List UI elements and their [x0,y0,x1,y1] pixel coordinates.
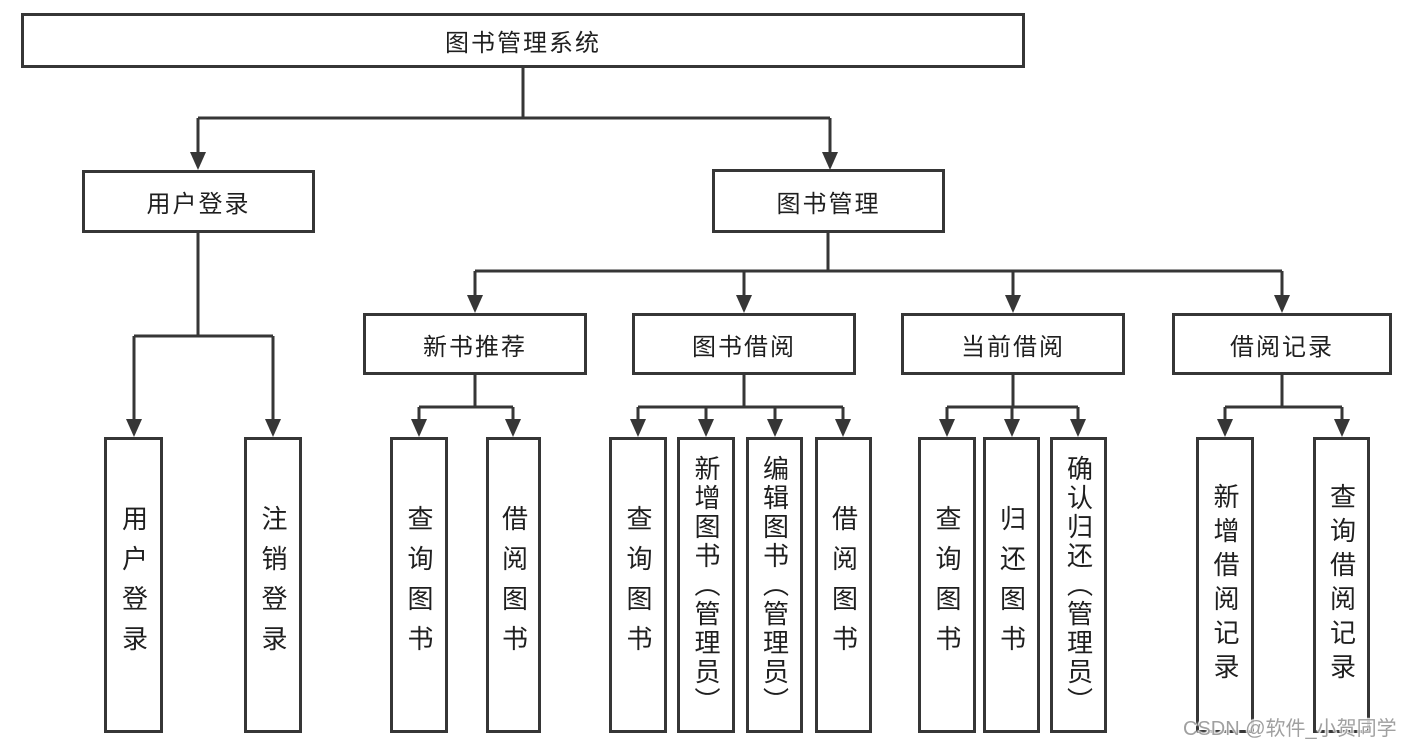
node-label: 编辑图书（管理员） [759,454,790,716]
node-leaf-logout: 注销登录 [244,437,302,733]
node-label: 查询图书 [623,505,653,665]
node-label: 新书推荐 [423,333,527,361]
node-leaf-user-login: 用户登录 [104,437,163,733]
node-label: 新增借阅记录 [1210,483,1240,687]
node-leaf-add-book-admin: 新增图书（管理员） [677,437,735,733]
node-borrowing-records: 借阅记录 [1172,313,1392,375]
node-leaf-confirm-return-admin: 确认归还（管理员） [1050,437,1107,733]
node-label: 注销登录 [258,505,288,665]
node-new-book-recommend: 新书推荐 [363,313,587,375]
node-label: 查询图书 [404,505,434,665]
node-label: 用户登录 [118,505,149,665]
node-current-borrowing: 当前借阅 [901,313,1125,375]
node-label: 新增图书（管理员） [691,454,721,716]
node-leaf-query-borrow-record: 查询借阅记录 [1313,437,1370,733]
node-label: 图书借阅 [692,333,796,361]
node-leaf-edit-book-admin: 编辑图书（管理员） [746,437,803,733]
node-book-management: 图书管理 [712,169,945,233]
csdn-watermark: CSDN @软件_小贺同学 [1183,718,1397,740]
node-user-login: 用户登录 [82,170,315,233]
node-leaf-add-borrow-record: 新增借阅记录 [1196,437,1254,733]
node-book-borrowing: 图书借阅 [632,313,856,375]
node-label: 图书管理 [776,190,881,218]
node-library-management-system: 图书管理系统 [21,13,1025,68]
arrowheads [126,152,1350,437]
node-label: 归还图书 [996,505,1027,665]
node-label: 确认归还（管理员） [1063,454,1094,716]
node-leaf-query-books-3: 查询图书 [918,437,976,733]
node-label: 用户登录 [146,191,251,218]
node-leaf-query-books-2: 查询图书 [609,437,667,733]
node-label: 当前借阅 [961,333,1065,361]
node-label: 借阅记录 [1230,333,1334,361]
node-label: 查询借阅记录 [1326,483,1357,687]
node-label: 图书管理系统 [445,30,601,57]
node-leaf-return-books: 归还图书 [983,437,1040,733]
node-label: 借阅图书 [498,505,529,665]
node-leaf-query-books-1: 查询图书 [390,437,448,733]
node-label: 借阅图书 [828,505,859,665]
node-label: 查询图书 [932,505,962,665]
node-leaf-borrow-books-1: 借阅图书 [486,437,541,733]
node-leaf-borrow-books-2: 借阅图书 [815,437,872,733]
